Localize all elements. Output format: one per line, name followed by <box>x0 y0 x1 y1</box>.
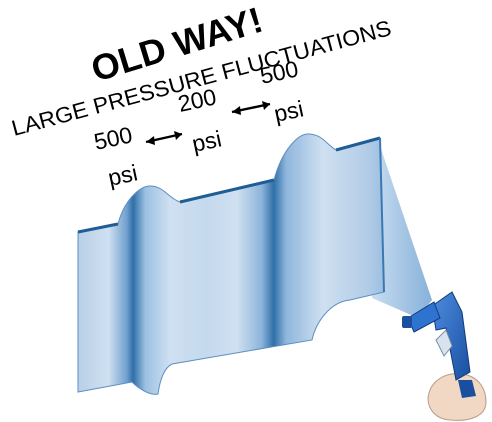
pressure-label-3: 500 psi <box>258 55 306 126</box>
spray-gun-icon <box>402 291 487 421</box>
double-arrow-icon <box>231 101 271 115</box>
pressure-unit: psi <box>106 159 140 191</box>
pressure-unit: psi <box>190 125 224 157</box>
double-arrow-icon <box>145 131 183 145</box>
pressure-unit: psi <box>272 95 306 127</box>
spray-panel <box>77 133 385 395</box>
panel-right-edge <box>379 137 385 293</box>
spray-pattern <box>77 133 432 395</box>
pressure-label-1: 500 psi <box>92 121 140 190</box>
pressure-label-2: 200 psi <box>176 83 224 156</box>
spray-fan <box>372 140 432 318</box>
panel-top-edge <box>77 136 381 234</box>
hand-icon <box>427 373 487 421</box>
pressure-value: 500 <box>92 121 135 154</box>
